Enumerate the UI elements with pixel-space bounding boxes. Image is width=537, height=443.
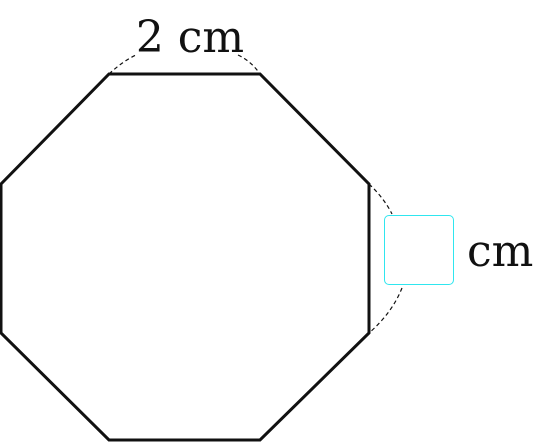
right-side-dimension-arc xyxy=(368,183,403,334)
top-side-dimension-arc xyxy=(108,54,261,75)
right-side-unit-label: cm xyxy=(467,226,533,277)
side-length-answer-input[interactable] xyxy=(384,215,454,285)
octagon-outline xyxy=(0,72,371,442)
top-side-length-label: 2 cm xyxy=(136,12,244,63)
